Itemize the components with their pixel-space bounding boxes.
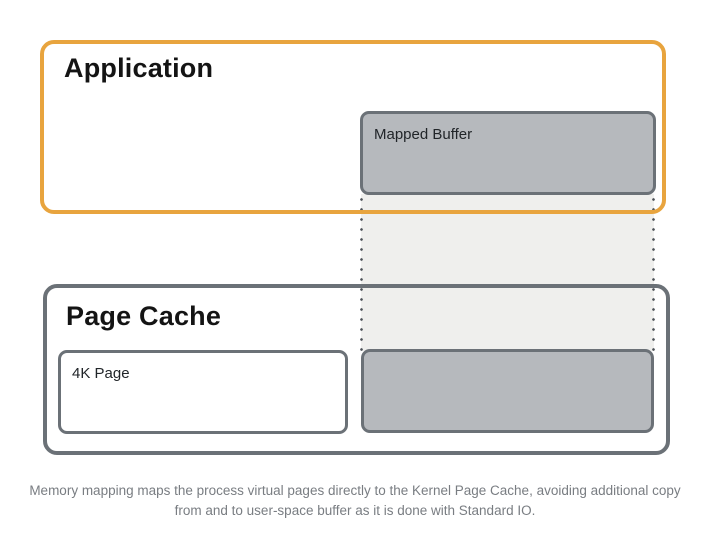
page-cache-title: Page Cache xyxy=(66,301,222,331)
application-title: Application xyxy=(64,53,214,83)
dotted-connector-left-icon xyxy=(360,198,363,351)
page-cache-box: Page Cache xyxy=(43,284,670,455)
mapped-buffer-box: Mapped Buffer xyxy=(360,111,656,195)
caption-line-2: from and to user-space buffer as it is d… xyxy=(174,503,536,518)
mapped-page-box xyxy=(361,349,654,433)
mapping-channel xyxy=(360,194,655,351)
dotted-connector-right-icon xyxy=(652,198,655,351)
4k-page-label: 4K Page xyxy=(72,365,130,382)
4k-page-box: 4K Page xyxy=(58,350,348,434)
mapped-buffer-label: Mapped Buffer xyxy=(374,126,473,143)
caption: Memory mapping maps the process virtual … xyxy=(0,481,710,521)
caption-line-1: Memory mapping maps the process virtual … xyxy=(29,483,681,498)
application-box: Application xyxy=(40,40,666,214)
